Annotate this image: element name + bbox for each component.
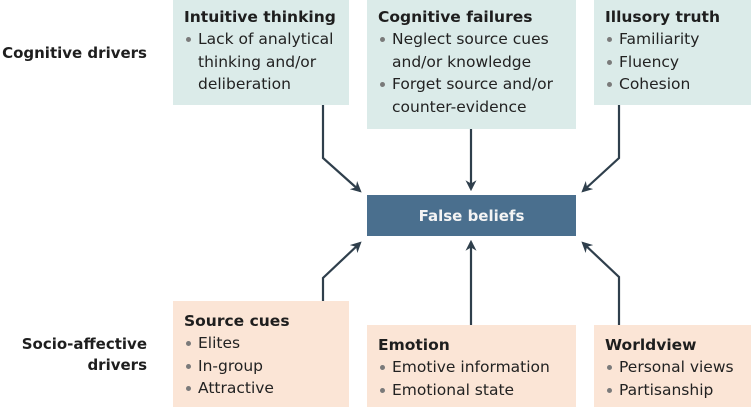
arrow-worldview-to-beliefs [581,241,621,325]
box-title: Source cues [184,312,290,330]
arrow-intuitive-to-beliefs [321,105,362,193]
row-label-cognitive-drivers: Cognitive drivers [2,44,147,62]
box-title: Intuitive thinking [184,8,336,26]
bullet-continuation: thinking and/or [198,52,317,71]
box-emotion: Emotion Emotive information Emotional st… [367,325,576,407]
bullet-item: Emotional state [378,379,568,402]
box-source-cues: Source cues Elites In-group Attractive [173,301,349,407]
bullet-item: Elites [184,332,341,355]
bullet-item: In-group [184,355,341,378]
bullet-item: Forget source and/or [378,73,568,96]
box-title: Emotion [378,336,450,354]
row-label-line: drivers [87,356,147,374]
box-worldview: Worldview Personal views Partisanship [594,325,751,407]
box-title: Worldview [605,336,697,354]
bullet-continuation: counter-evidence [392,97,527,116]
row-label-line: Socio-affective [21,335,147,353]
box-illusory-truth: Illusory truth Familiarity Fluency Cohes… [594,0,751,105]
arrow-source-to-beliefs [321,241,362,301]
bullet-continuation: and/or knowledge [392,52,532,71]
box-intuitive-thinking: Intuitive thinking Lack of analytical th… [173,0,349,105]
bullet-item: Attractive [184,377,341,400]
box-title: Cognitive failures [378,8,533,26]
bullet-item: Personal views [605,356,743,379]
bullet-item: Cohesion [605,73,743,96]
bullet-item: Neglect source cues [378,28,568,51]
box-cognitive-failures: Cognitive failures Neglect source cues a… [367,0,576,129]
bullet-item: Partisanship [605,379,743,402]
bullet-item: Fluency [605,51,743,74]
bullet-continuation: deliberation [198,75,291,93]
box-title: Illusory truth [605,8,720,26]
row-label-socio-affective-drivers: Socio-affective drivers [0,334,147,376]
bullet-item: Lack of analytical [184,28,341,51]
false-beliefs-node: False beliefs [367,195,576,236]
arrow-illusory-to-beliefs [581,105,621,193]
bullet-item: Emotive information [378,356,568,379]
bullet-item: Familiarity [605,28,743,51]
